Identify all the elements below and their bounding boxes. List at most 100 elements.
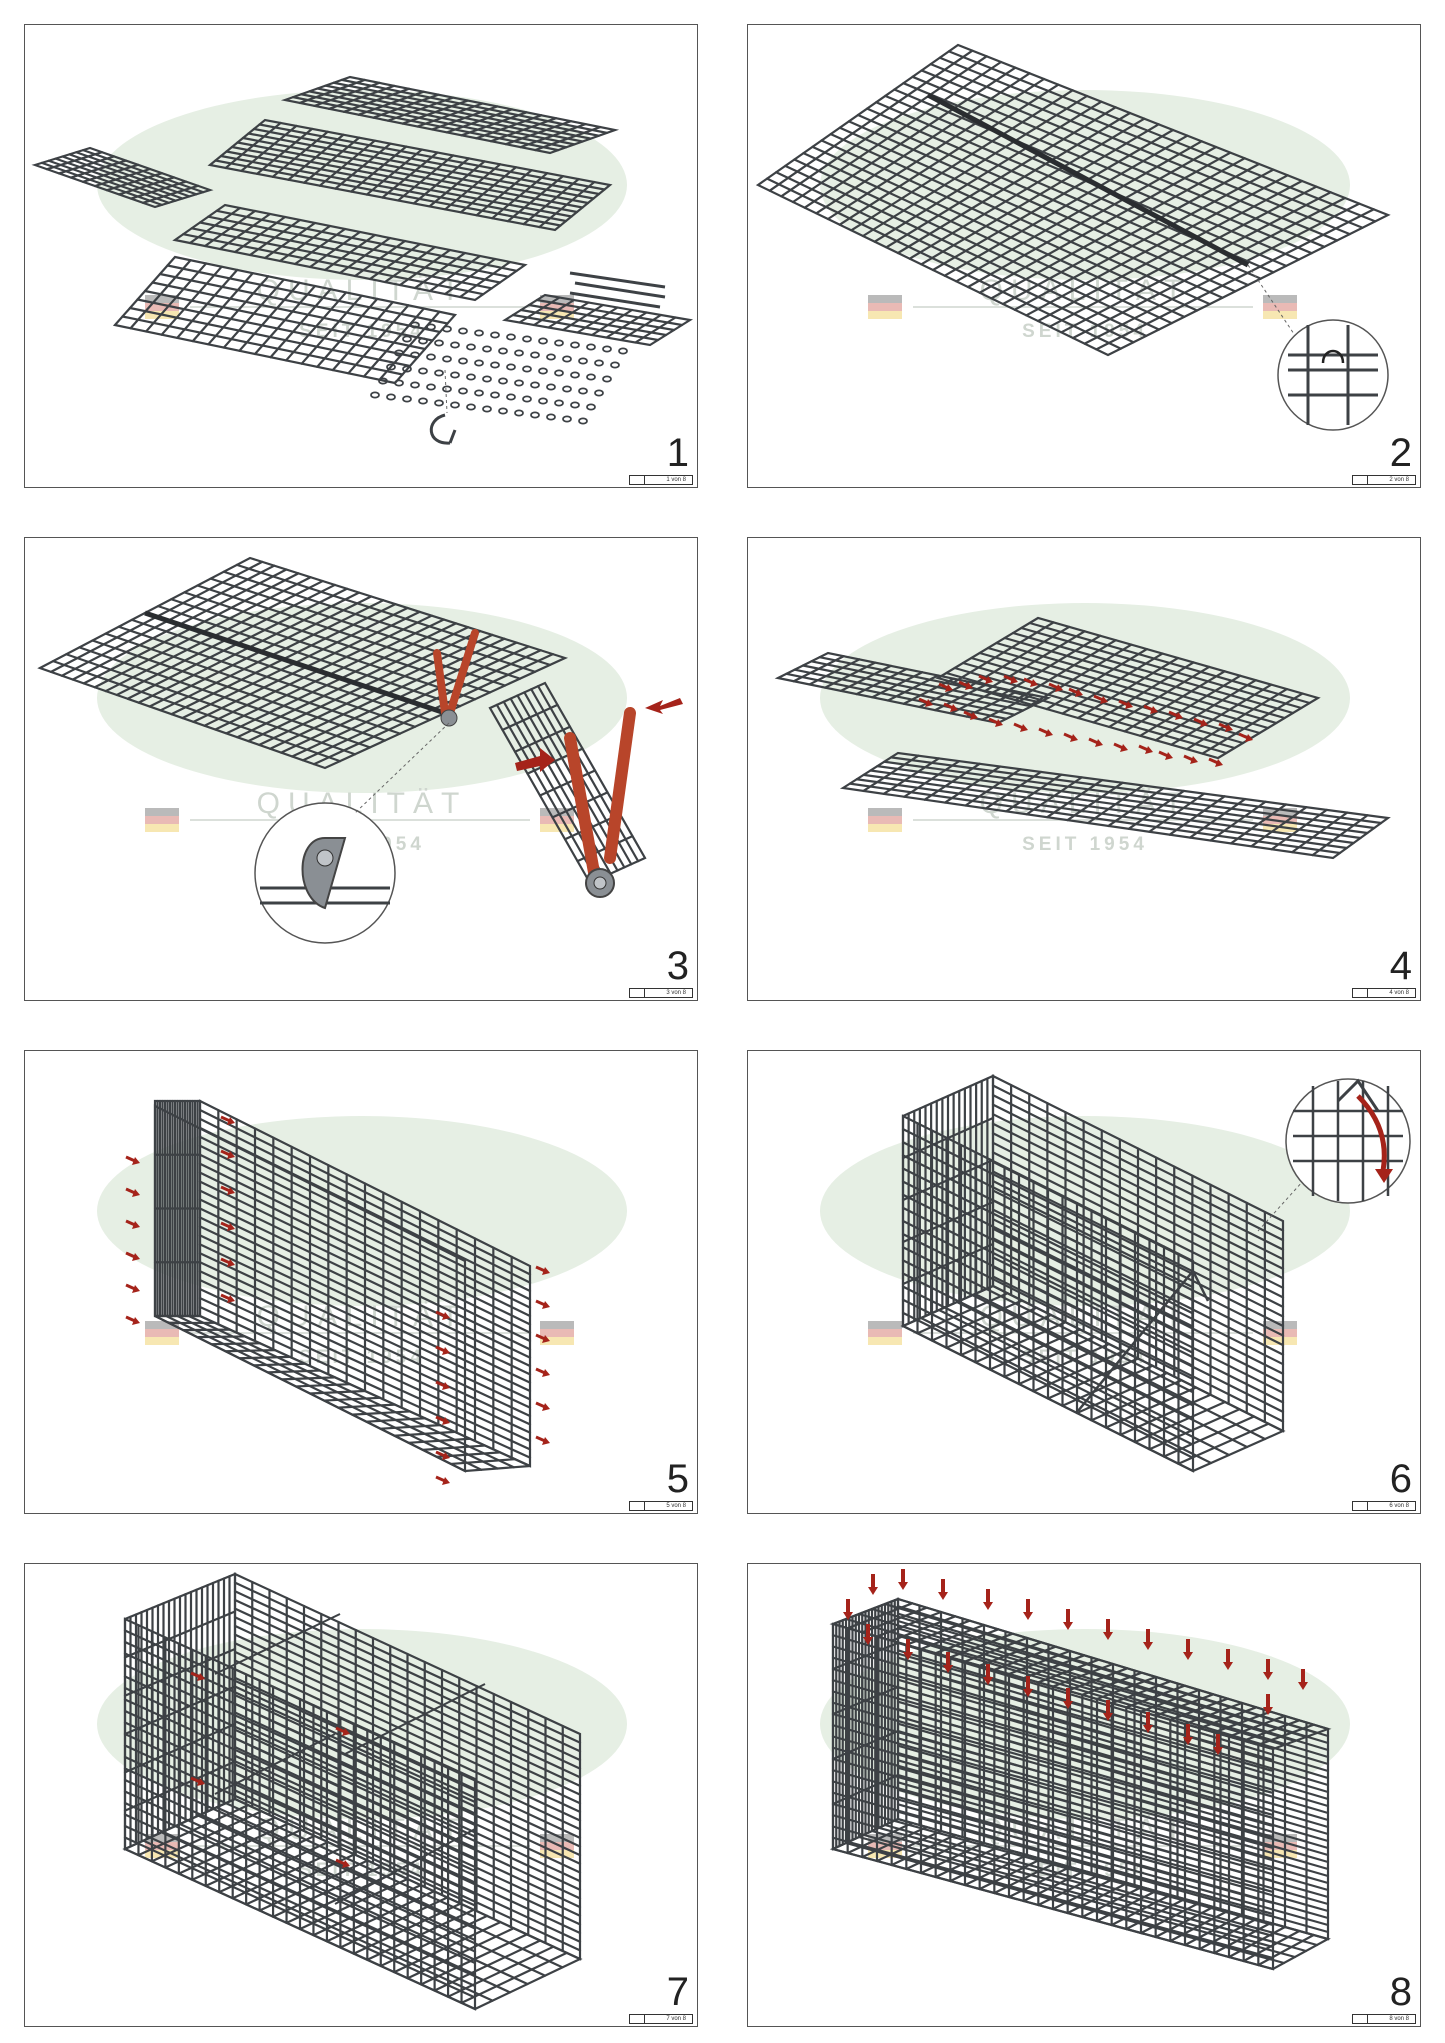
arrow-icon: [435, 1310, 450, 1320]
arrow-icon: [125, 1251, 140, 1261]
arrow-icon: [190, 1671, 205, 1681]
arrow-icon: [938, 682, 953, 692]
arrow-icon: [1143, 704, 1158, 714]
arrow-down-icon: [898, 1569, 908, 1590]
arrow-down-icon: [1183, 1639, 1193, 1660]
flag-icon: [868, 1321, 902, 1345]
page-indicator: 5 von 8: [629, 1501, 693, 1511]
magnifier-detail: [1277, 319, 1389, 431]
mesh-walls: [829, 1597, 1332, 1971]
mesh-panels: [31, 75, 694, 385]
step-number: 8: [1389, 1970, 1412, 2014]
arrow-icon: [1118, 699, 1133, 709]
arrow-icon: [335, 1858, 350, 1868]
lid-closing-arrows: [843, 1569, 1308, 1755]
arrow-down-icon: [983, 1589, 993, 1610]
arrow-down-icon: [1298, 1669, 1308, 1690]
step-number: 4: [1389, 944, 1412, 988]
direction-arrows: [515, 698, 683, 772]
wire-mesh: [112, 255, 458, 385]
mesh-panels: [37, 556, 569, 770]
arrow-icon: [1113, 742, 1128, 752]
arrow-icon: [535, 1333, 550, 1343]
arrow-down-icon: [983, 1664, 993, 1685]
arrow-down-icon: [1023, 1676, 1033, 1697]
arrow-icon: [1183, 754, 1198, 764]
arrow-icon: [1193, 717, 1208, 727]
page-indicator: 3 von 8: [629, 988, 693, 998]
arrow-icon: [125, 1155, 140, 1165]
arrow-icon: [535, 1299, 550, 1309]
arrow-icon: [1023, 677, 1038, 687]
arrow-icon: [1138, 744, 1153, 754]
spiral-connectors: [569, 271, 666, 309]
arrow-icon: [125, 1187, 140, 1197]
arrow-icon: [125, 1315, 140, 1325]
arrow-down-icon: [1183, 1724, 1193, 1745]
arrow-icon: [963, 710, 978, 720]
wire-mesh: [207, 118, 613, 232]
watermark-since: SEIT 1954: [299, 1347, 425, 1368]
arrow-icon: [978, 674, 993, 684]
page-indicator: 1 von 8: [629, 475, 693, 485]
wire-mesh: [935, 616, 1321, 760]
arrow-down-icon: [1223, 1649, 1233, 1670]
wire-mesh: [37, 556, 569, 770]
arrow-icon: [220, 1149, 235, 1159]
arrow-icon: [435, 1380, 450, 1390]
step-number: 5: [666, 1457, 689, 1501]
flag-icon: [145, 808, 179, 832]
flag-icon: [1263, 295, 1297, 319]
arrow-icon: [1168, 710, 1183, 720]
seam-line: [926, 92, 1250, 268]
clip-fasteners: [370, 321, 628, 425]
wire-mesh: [153, 1099, 202, 1318]
arrow-down-icon: [843, 1599, 853, 1620]
mesh-walls: [153, 1099, 532, 1473]
arrow-icon: [535, 1367, 550, 1377]
arrow-icon: [220, 1293, 235, 1303]
pliers-large: [564, 707, 636, 898]
c-clip-detail: [429, 413, 457, 445]
arrow-icon: [435, 1345, 450, 1355]
watermark-brand: QUALITÄT: [980, 274, 1191, 307]
flag-icon: [868, 295, 902, 319]
flag-icon: [540, 1321, 574, 1345]
arrow-icon: [435, 1475, 450, 1485]
wire-mesh: [501, 293, 694, 347]
arrow-icon: [1218, 722, 1233, 732]
arrow-icon: [1038, 727, 1053, 737]
arrow-down-icon: [1063, 1609, 1073, 1630]
flag-icon: [1263, 1834, 1297, 1858]
arrow-icon: [1013, 722, 1028, 732]
wire-mesh: [839, 751, 1391, 860]
page-indicator: 7 von 8: [629, 2014, 693, 2024]
arrow-icon: [1068, 687, 1083, 697]
connection-arrows: [125, 1115, 550, 1485]
mesh-walls: [900, 1074, 1286, 1473]
arrow-icon: [220, 1221, 235, 1231]
arrow-icon: [1088, 737, 1103, 747]
arrow-down-icon: [943, 1652, 953, 1673]
arrow-icon: [918, 697, 933, 707]
arrow-down-icon: [1263, 1694, 1273, 1715]
flag-icon: [868, 808, 902, 832]
step-number: 7: [666, 1970, 689, 2014]
arrow-icon: [220, 1257, 235, 1267]
connection-arrows: [918, 674, 1253, 767]
wire-mesh: [198, 1099, 532, 1468]
flag-icon: [145, 1321, 179, 1345]
stiffener-wires: [214, 1613, 486, 1905]
arrow-icon: [435, 1450, 450, 1460]
arrow-down-icon: [1063, 1688, 1073, 1709]
arrow-down-icon: [938, 1579, 948, 1600]
